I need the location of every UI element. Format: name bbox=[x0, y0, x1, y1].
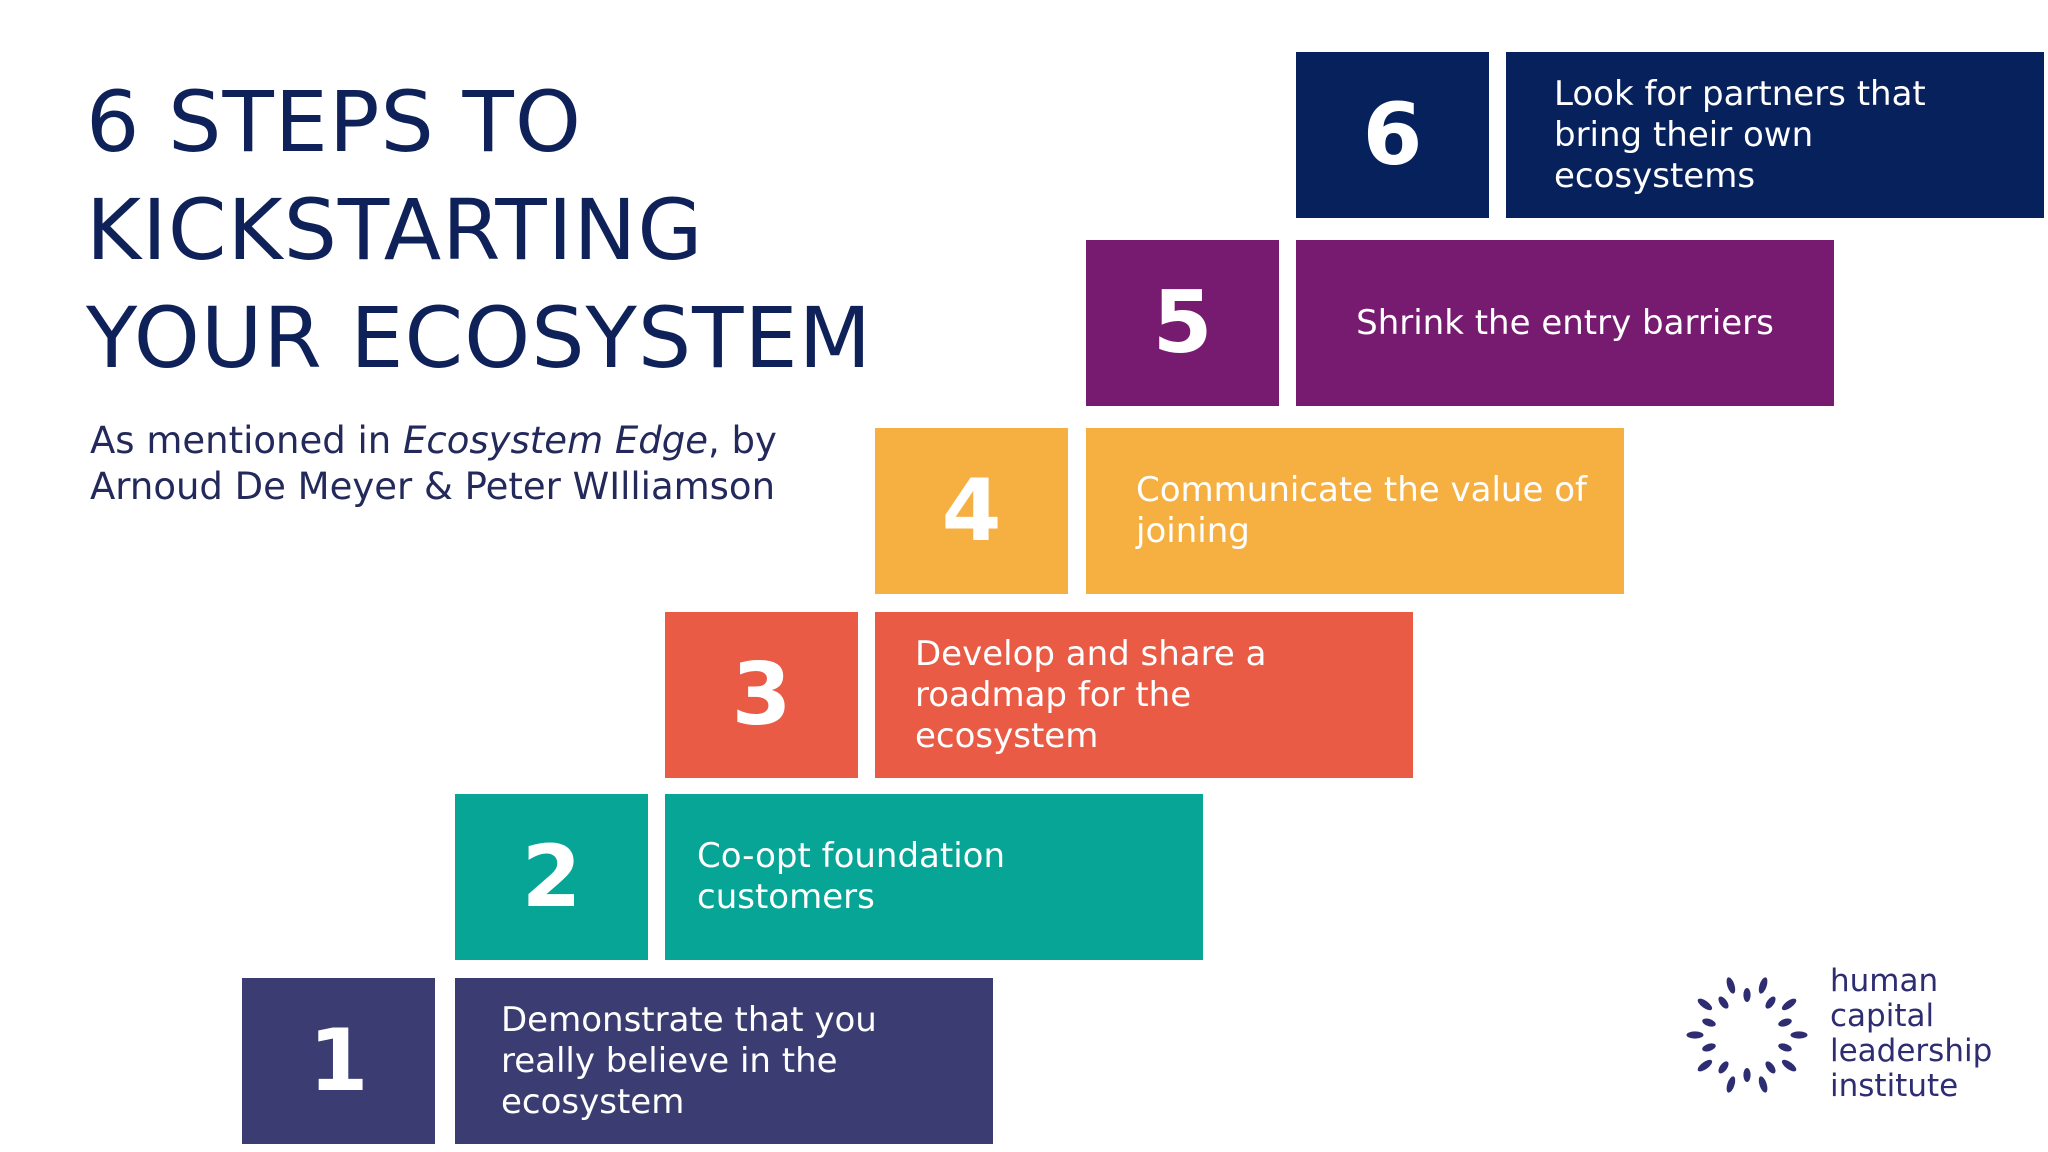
hcli-logo: human capital leadership institute bbox=[1672, 960, 2012, 1110]
step-2-text: Co-opt foundation customers bbox=[697, 836, 1006, 917]
logo-petal bbox=[1781, 998, 1797, 1011]
step-1-number-box: 1 bbox=[242, 978, 435, 1144]
citation-prefix: As mentioned in bbox=[90, 419, 403, 462]
step-3-number-box: 3 bbox=[665, 612, 858, 778]
step-5-text-box: Shrink the entry barriers bbox=[1296, 240, 1834, 406]
step-1-text-box: Demonstrate that you really believe in t… bbox=[455, 978, 993, 1144]
logo-line-2: capital bbox=[1830, 998, 1935, 1034]
logo-line-4: institute bbox=[1830, 1068, 1959, 1104]
step-5-number: 5 bbox=[1152, 273, 1213, 373]
logo-petal bbox=[1758, 1076, 1768, 1093]
logo-petal bbox=[1778, 1043, 1792, 1052]
logo-petal bbox=[1743, 988, 1751, 1002]
step-1-text: Demonstrate that you really believe in t… bbox=[501, 999, 877, 1122]
logo-petal bbox=[1702, 1018, 1716, 1027]
logo-petal bbox=[1702, 1043, 1716, 1052]
step-2-text-box: Co-opt foundation customers bbox=[665, 794, 1203, 960]
step-3-number: 3 bbox=[731, 645, 792, 745]
step-2-number-box: 2 bbox=[455, 794, 648, 960]
step-4-text-box: Communicate the value of joining bbox=[1086, 428, 1624, 594]
step-1-number: 1 bbox=[308, 1011, 369, 1111]
step-5-number-box: 5 bbox=[1086, 240, 1279, 406]
logo-petal bbox=[1790, 1031, 1808, 1039]
logo-petal bbox=[1743, 1068, 1751, 1082]
logo-line-1: human bbox=[1830, 963, 1939, 999]
step-4-number: 4 bbox=[941, 461, 1002, 561]
logo-petal bbox=[1726, 1076, 1736, 1093]
logo-petal bbox=[1718, 996, 1729, 1009]
logo-petal bbox=[1765, 996, 1776, 1009]
source-citation: As mentioned in Ecosystem Edge, by Arnou… bbox=[90, 418, 777, 510]
step-3-text: Develop and share a roadmap for the ecos… bbox=[915, 633, 1267, 756]
step-5-text: Shrink the entry barriers bbox=[1356, 302, 1774, 343]
step-4-number-box: 4 bbox=[875, 428, 1068, 594]
logo-petal bbox=[1697, 1059, 1713, 1072]
logo-petal bbox=[1765, 1061, 1776, 1074]
page-title: 6 STEPS TO KICKSTARTING YOUR ECOSYSTEM bbox=[86, 68, 872, 392]
logo-line-3: leadership bbox=[1830, 1033, 1993, 1069]
step-3-text-box: Develop and share a roadmap for the ecos… bbox=[875, 612, 1413, 778]
citation-authors: Arnoud De Meyer & Peter WIlliamson bbox=[90, 465, 776, 508]
starburst-logo-icon bbox=[1686, 977, 1808, 1093]
title-line-2: KICKSTARTING bbox=[86, 181, 704, 279]
logo-petal bbox=[1697, 998, 1713, 1011]
step-6-text-box: Look for partners that bring their own e… bbox=[1506, 52, 2044, 218]
book-title: Ecosystem Edge bbox=[402, 419, 708, 462]
step-4-text: Communicate the value of joining bbox=[1136, 470, 1587, 551]
logo-petal bbox=[1686, 1031, 1704, 1039]
step-2-number: 2 bbox=[521, 827, 582, 927]
title-line-3: YOUR ECOSYSTEM bbox=[86, 289, 873, 387]
step-6-text: Look for partners that bring their own e… bbox=[1554, 73, 1926, 196]
logo-petal bbox=[1718, 1061, 1729, 1074]
citation-suffix: , by bbox=[707, 419, 777, 462]
logo-petal bbox=[1758, 977, 1768, 994]
step-6-number-box: 6 bbox=[1296, 52, 1489, 218]
logo-petal bbox=[1726, 977, 1736, 994]
citation-line-1: As mentioned in Ecosystem Edge, by bbox=[90, 418, 777, 464]
logo-wordmark: human capital leadership institute bbox=[1830, 964, 1992, 1104]
title-line-1: 6 STEPS TO bbox=[86, 73, 582, 171]
logo-petal bbox=[1778, 1018, 1792, 1027]
step-6-number: 6 bbox=[1362, 85, 1423, 185]
logo-petal bbox=[1781, 1059, 1797, 1072]
